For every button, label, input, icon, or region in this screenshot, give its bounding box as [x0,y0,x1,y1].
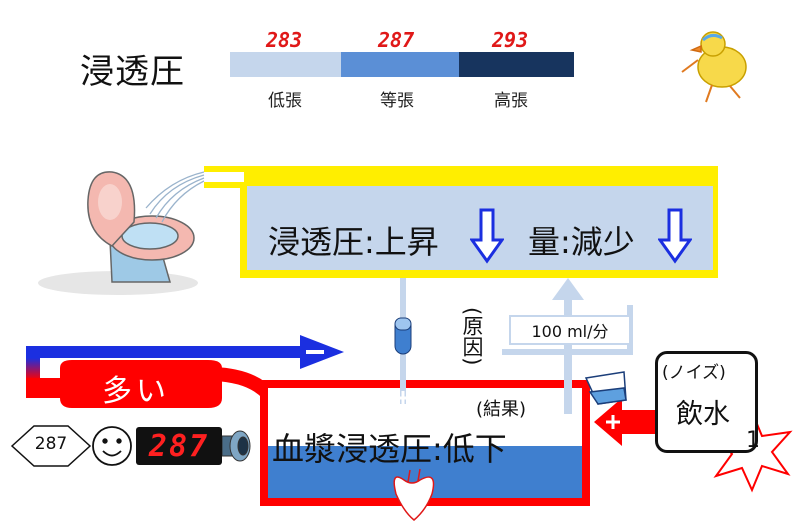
scale-value-hypotonic: 283 [266,28,303,52]
scale-title: 浸透圧 [80,52,185,92]
decrease-arrow-icon-2 [658,208,692,264]
toilet-illustration [38,171,198,295]
plus-sign [396,391,410,405]
smiley-icon [92,426,132,466]
many-banner [60,360,222,408]
chick-illustration [681,31,747,103]
sensor-display: 287 [136,427,222,465]
flow-rate-label: 100 ml/分 [509,315,631,345]
noise-label: (ノイズ) [662,363,726,383]
scale-value-hypertonic: 293 [492,28,529,52]
plasma-osmolality-label: 血漿浸透圧:低下 [272,430,507,468]
heart-icon [393,468,435,521]
setpoint-value: 287 [34,434,68,454]
urine-stream [145,171,205,223]
input-arrow [594,398,658,446]
scale-segment-hypotonic [230,52,341,77]
scale-label-hypertonic: 高張 [494,91,528,111]
setpoint-diamond [10,425,92,467]
scale-label-hypotonic: 低張 [268,91,302,111]
noise-value: 1 [746,428,760,453]
urine-osmolality-label: 浸透圧:上昇 [268,223,439,261]
result-label: (結果) [476,399,527,420]
cause-label: (原因) [460,306,484,366]
drink-label: 飲水 [676,399,730,430]
reabsorption-arrow [552,278,584,300]
scale-segment-isotonic [341,52,459,77]
scale-label-isotonic: 等張 [380,91,414,111]
scale-segment-hypertonic [459,52,574,77]
decrease-arrow-icon [470,208,504,264]
signal-pipe [26,346,310,380]
water-glass-icon [584,371,627,405]
many-label: 多い [102,374,170,409]
minus-sign [306,350,324,354]
sensor-lens-icon [221,430,251,462]
urine-volume-label: 量:減少 [528,223,635,261]
scale-value-isotonic: 287 [378,28,415,52]
noise-box [655,351,758,453]
